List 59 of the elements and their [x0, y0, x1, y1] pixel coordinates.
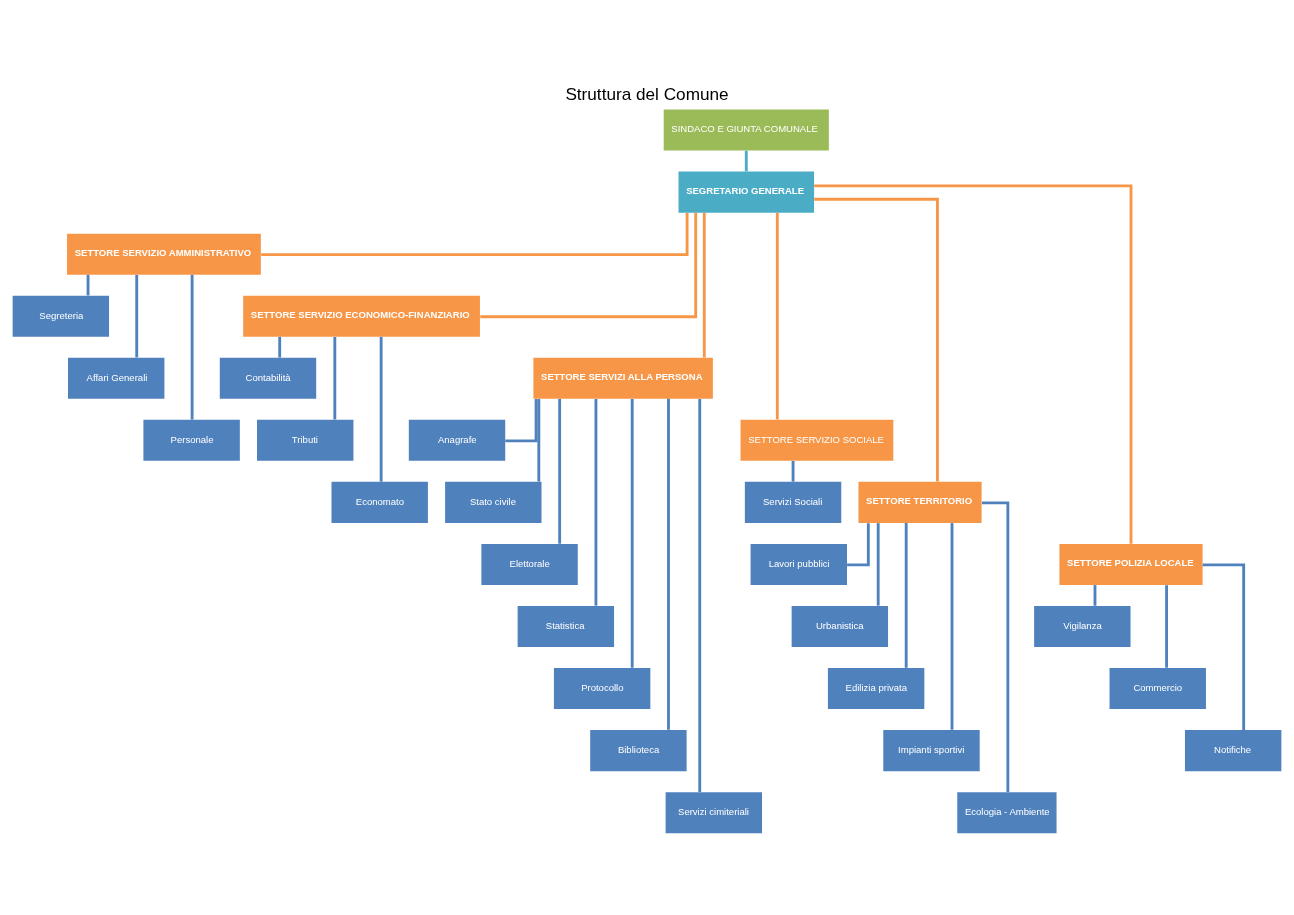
node-box: Affari Generali [68, 357, 165, 399]
node-box: Urbanistica [791, 605, 889, 647]
node-box: Commercio [1109, 667, 1206, 709]
node-box: Personale [143, 419, 240, 461]
connector [1093, 584, 1097, 606]
connector [876, 522, 880, 606]
connector [791, 460, 795, 482]
connector [744, 150, 748, 171]
node-box: Servizi Sociali [744, 481, 842, 523]
connector [135, 274, 139, 357]
node-box: Edilizia privata [827, 667, 925, 709]
node-box: Protocollo [553, 667, 651, 709]
connector [630, 398, 634, 668]
connector [814, 184, 1133, 544]
connector [190, 274, 194, 420]
connector [1202, 563, 1246, 730]
connector [702, 212, 706, 358]
connector [667, 398, 670, 730]
connector [537, 398, 541, 482]
node-box: Economato [331, 481, 428, 523]
node-box: SETTORE SERVIZI ALLA PERSONA [533, 357, 713, 399]
node-box: Ecologia - Ambiente [957, 791, 1057, 833]
node-box: Lavori pubblici [750, 543, 847, 585]
connector [333, 336, 337, 419]
node-box: Servizi cimiteriali [665, 791, 763, 833]
connector [480, 212, 698, 318]
node-box: SETTORE SERVIZIO ECONOMICO-FINANZIARIO [243, 295, 480, 337]
connector [775, 212, 779, 419]
connector [261, 212, 689, 256]
diagram-title: Struttura del Comune [565, 83, 729, 104]
node-box: Vigilanza [1034, 605, 1131, 647]
node-box: Anagrafe [408, 419, 506, 461]
node-box: Stato civile [445, 481, 542, 523]
node-box: SETTORE SERVIZIO SOCIALE [740, 419, 894, 461]
node-box: Statistica [517, 605, 615, 647]
node-box: Tributi [257, 419, 354, 461]
node-box: SETTORE POLIZIA LOCALE [1059, 543, 1203, 585]
connector [698, 398, 702, 792]
connector [814, 197, 939, 482]
node-box: SETTORE SERVIZIO AMMINISTRATIVO [67, 233, 261, 275]
node-box: Segreteria [12, 295, 110, 337]
node-box: Biblioteca [590, 729, 687, 771]
connector [505, 398, 538, 442]
connector [278, 336, 282, 357]
connector [950, 522, 954, 730]
node-box: Notifiche [1184, 729, 1282, 771]
node-box: SINDACO E GIUNTA COMUNALE [663, 109, 829, 151]
connector [982, 500, 1010, 792]
node-box: Contabilità [219, 357, 317, 399]
node-box: SEGRETARIO GENERALE [678, 171, 815, 213]
connector [86, 274, 90, 295]
connector [594, 398, 598, 606]
connector [1165, 584, 1168, 668]
connector [904, 522, 908, 668]
node-box: SETTORE TERRITORIO [858, 481, 982, 523]
node-box: Elettorale [481, 543, 578, 585]
node-box: Impianti sportivi [883, 729, 980, 771]
connector [379, 336, 383, 482]
connector [558, 398, 562, 544]
